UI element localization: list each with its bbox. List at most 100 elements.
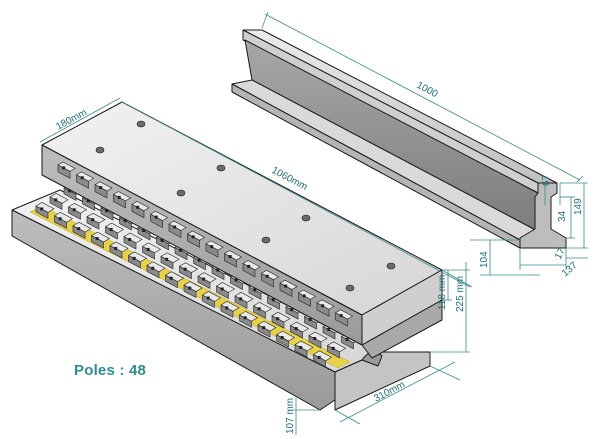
pole-block	[86, 199, 90, 203]
pole-block	[54, 215, 67, 229]
pole-block	[165, 257, 169, 261]
pole-block	[247, 264, 251, 268]
bolt-hole	[261, 236, 271, 244]
pole-block	[261, 272, 274, 288]
pole-block	[146, 264, 160, 279]
pole-block	[187, 233, 200, 248]
pole-block	[54, 198, 58, 202]
pole-block	[339, 314, 343, 318]
pole-block	[99, 186, 103, 190]
pole-block	[35, 205, 49, 219]
pole-block	[62, 166, 66, 170]
pole-block	[280, 336, 284, 340]
pole-block	[173, 225, 177, 229]
dim-rail-foot: 137	[560, 260, 580, 279]
pole-block	[335, 312, 348, 327]
pole-block	[313, 354, 326, 368]
pole-block	[257, 324, 271, 338]
pole-block	[154, 215, 158, 219]
pole-block	[313, 337, 317, 340]
pole-block	[151, 266, 155, 270]
pole-block	[119, 217, 132, 231]
pole-block	[257, 307, 261, 311]
dimension-lines	[39, 11, 588, 435]
pole-block	[234, 295, 248, 309]
pole-block	[193, 256, 206, 271]
pole-block	[82, 197, 95, 211]
pole-block	[285, 306, 299, 320]
pole-block	[322, 326, 336, 340]
pole-block	[304, 316, 317, 330]
pole-block	[63, 187, 77, 201]
dim-rail-base: 17	[553, 246, 568, 261]
pole-block	[142, 229, 146, 232]
pole-block	[234, 278, 238, 282]
pole-block	[80, 176, 84, 180]
pole-block	[191, 235, 195, 239]
pole-block	[230, 276, 243, 290]
pole-block	[284, 284, 288, 288]
pole-block	[242, 263, 256, 278]
dim-upper-height: 118 mm	[437, 275, 448, 310]
pole-block	[109, 245, 123, 259]
bolt-hole	[345, 284, 355, 292]
pole-block	[279, 282, 293, 298]
pole-block	[265, 274, 269, 278]
bolt-hole	[301, 214, 311, 222]
pole-block	[58, 217, 62, 221]
pole-block	[308, 335, 322, 349]
pole-block	[95, 237, 99, 241]
pole-block	[109, 228, 113, 232]
pole-block	[228, 255, 232, 259]
pole-block	[197, 275, 211, 290]
pole-block	[276, 317, 280, 321]
rail-part	[231, 29, 567, 249]
pole-block	[123, 219, 127, 223]
pole-block	[210, 245, 214, 249]
pole-block	[77, 227, 81, 231]
pole-block	[290, 325, 303, 339]
pole-block	[239, 297, 243, 301]
bolt-hole	[216, 164, 226, 172]
pole-block	[341, 336, 354, 350]
pole-block	[345, 337, 349, 341]
pole-block	[197, 258, 201, 262]
pole-block	[248, 286, 262, 300]
pole-block	[100, 207, 114, 221]
pole-block	[271, 298, 275, 302]
dim-rail-height: 149	[573, 198, 584, 215]
pole-block	[128, 255, 141, 269]
pole-block	[91, 235, 104, 249]
dim-base-height: 107 mm	[285, 398, 296, 434]
base-pole-grid	[35, 184, 361, 368]
pole-block	[105, 226, 118, 240]
pole-block	[72, 225, 86, 239]
pole-block	[68, 189, 72, 193]
pole-block	[276, 334, 289, 348]
dim-rail-web: 34	[557, 210, 568, 222]
pole-block	[40, 207, 44, 211]
pole-block	[57, 164, 71, 179]
pole-block	[206, 296, 210, 300]
pole-block	[302, 294, 306, 298]
pole-block	[146, 247, 150, 251]
pole-block	[308, 318, 312, 322]
bolt-hole	[386, 262, 396, 270]
pole-block	[113, 194, 126, 209]
pole-block	[91, 218, 95, 222]
pole-block	[68, 206, 81, 220]
pole-block	[160, 255, 174, 270]
pole-block	[294, 327, 298, 331]
poles-label: Poles : 48	[74, 362, 147, 379]
pole-block	[262, 326, 266, 330]
pole-block	[298, 292, 311, 307]
pole-block	[202, 277, 206, 281]
pole-block	[117, 195, 121, 199]
pole-block	[137, 227, 151, 241]
pole-block	[76, 174, 89, 189]
pole-block	[317, 355, 321, 359]
pole-block	[225, 306, 229, 310]
pole-block	[327, 345, 340, 359]
bolt-hole	[95, 146, 105, 154]
